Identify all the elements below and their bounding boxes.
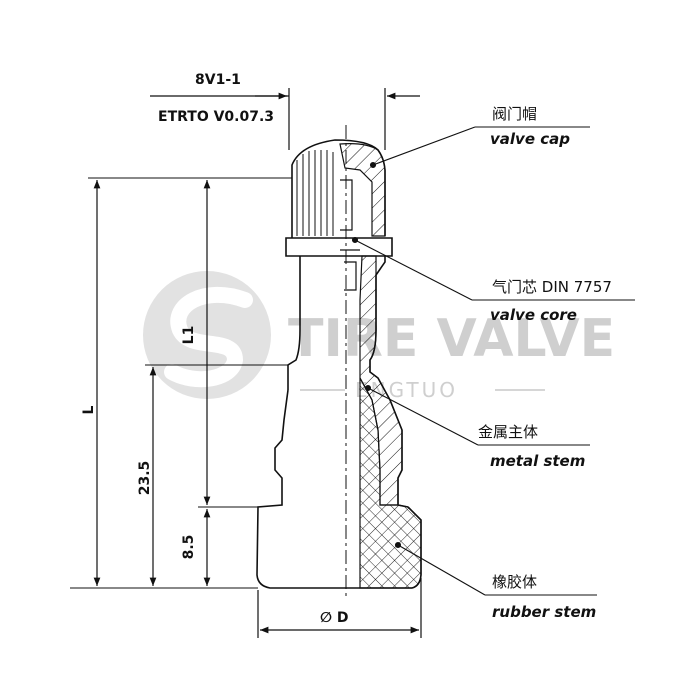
- label-metal-stem-en: metal stem: [490, 452, 585, 470]
- dim-overall-label: L: [81, 405, 97, 414]
- dim-upper-label: L1: [181, 326, 197, 345]
- standard-primary: 8V1-1: [195, 72, 241, 88]
- label-rubber-stem-en: rubber stem: [492, 603, 596, 621]
- standard-secondary: ETRTO V0.07.3: [158, 109, 274, 125]
- rubber-stem-section: [359, 377, 422, 589]
- valve-cap-knurl: [296, 150, 334, 236]
- valve-collar: [285, 237, 393, 257]
- watermark-brand: TIRE VALVE: [288, 309, 615, 369]
- label-valve-core-en: valve core: [490, 306, 577, 324]
- label-valve-core-zh: 气门芯 DIN 7757: [492, 278, 612, 296]
- label-rubber-stem-zh: 橡胶体: [492, 573, 537, 591]
- label-metal-stem-zh: 金属主体: [478, 423, 538, 441]
- label-valve-cap-en: valve cap: [490, 130, 570, 148]
- callout-leaders: [351, 126, 635, 596]
- dim-mid-label: 23.5: [137, 461, 153, 496]
- dim-base-label: 8.5: [181, 535, 197, 560]
- label-valve-cap-zh: 阀门帽: [492, 105, 537, 123]
- valve-cap-section: [339, 143, 386, 237]
- valve-core-detail: [340, 179, 360, 291]
- dim-diameter: [257, 578, 422, 638]
- dim-extension-lines: [70, 177, 292, 589]
- valve-neck-left: [287, 256, 301, 390]
- dim-diameter-label: ∅ D: [320, 610, 349, 626]
- dim-cap-width: [150, 88, 420, 150]
